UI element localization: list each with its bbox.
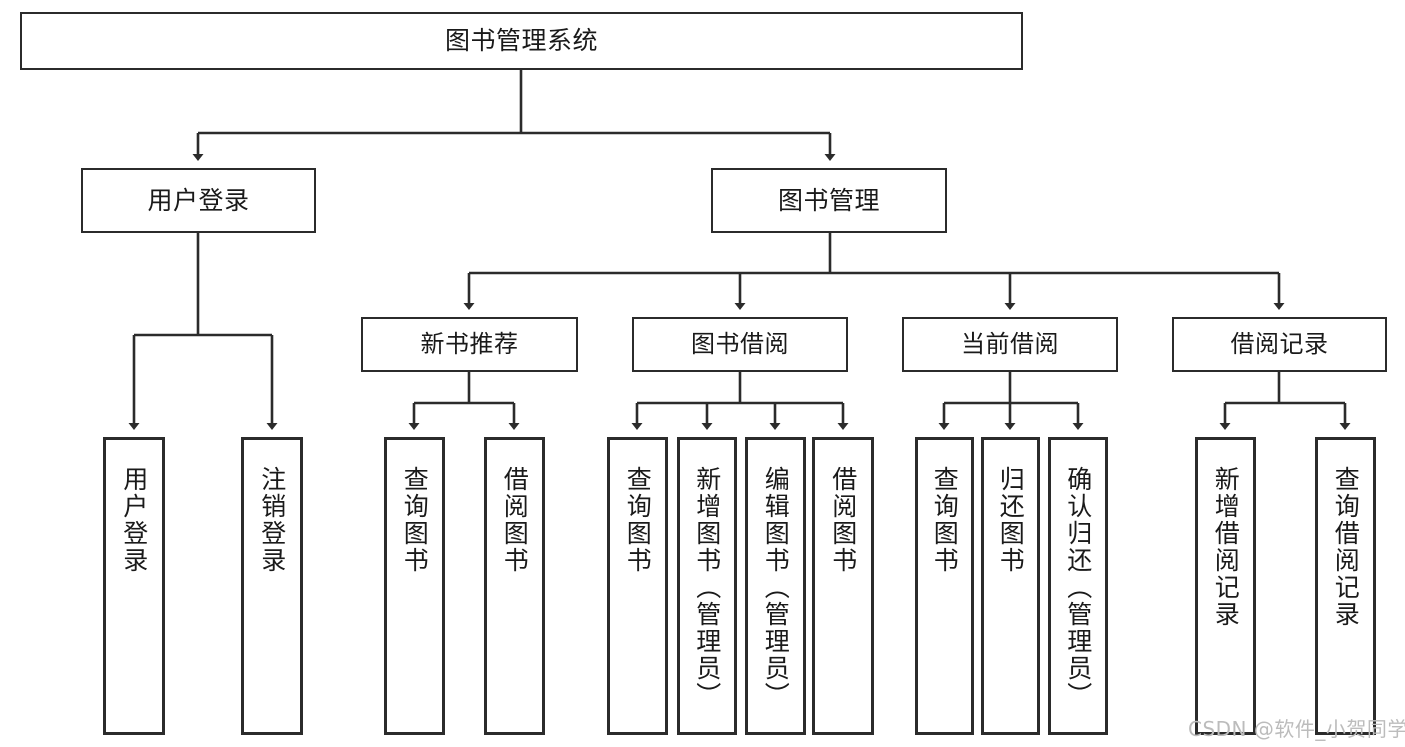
- leaf-query-book-current[interactable]: 查询图书: [915, 437, 974, 735]
- node-label: 归还图书: [996, 466, 1026, 574]
- node-label: 查询借阅记录: [1331, 466, 1361, 628]
- leaf-logout-login[interactable]: 注销登录: [241, 437, 303, 735]
- node-label: 借阅图书: [500, 466, 530, 574]
- leaf-return-book[interactable]: 归还图书: [981, 437, 1040, 735]
- leaf-add-borrow-record[interactable]: 新增借阅记录: [1195, 437, 1256, 735]
- leaf-edit-book-admin[interactable]: 编辑图书（管理员）: [745, 437, 806, 735]
- node-label: 确认归还（管理员）: [1063, 466, 1093, 709]
- node-label: 查询图书: [930, 466, 960, 574]
- node-label: 编辑图书（管理员）: [761, 466, 791, 709]
- node-user-login[interactable]: 用户登录: [81, 168, 316, 233]
- node-label: 新增借阅记录: [1211, 466, 1241, 628]
- leaf-query-book-borrow[interactable]: 查询图书: [607, 437, 668, 735]
- leaf-query-book-recommend[interactable]: 查询图书: [384, 437, 445, 735]
- node-label: 图书管理: [777, 185, 880, 215]
- node-label: 新书推荐: [420, 330, 519, 359]
- node-label: 图书管理系统: [444, 26, 598, 55]
- node-current-borrow[interactable]: 当前借阅: [902, 317, 1118, 372]
- node-label: 查询图书: [623, 466, 653, 574]
- node-book-borrow[interactable]: 图书借阅: [632, 317, 848, 372]
- watermark-text: CSDN @软件_小贺同学: [1188, 717, 1405, 741]
- node-book-management[interactable]: 图书管理: [711, 168, 947, 233]
- node-label: 新增图书（管理员）: [692, 466, 722, 709]
- node-label: 借阅记录: [1230, 330, 1329, 359]
- leaf-borrow-book-recommend[interactable]: 借阅图书: [484, 437, 545, 735]
- node-label: 当前借阅: [961, 330, 1059, 359]
- leaf-user-login[interactable]: 用户登录: [103, 437, 165, 735]
- leaf-query-borrow-record[interactable]: 查询借阅记录: [1315, 437, 1376, 735]
- node-label: 查询图书: [400, 466, 430, 574]
- node-label: 借阅图书: [828, 466, 858, 574]
- leaf-confirm-return-admin[interactable]: 确认归还（管理员）: [1048, 437, 1108, 735]
- leaf-borrow-book[interactable]: 借阅图书: [812, 437, 874, 735]
- node-label: 注销登录: [257, 466, 287, 574]
- node-label: 用户登录: [147, 185, 250, 215]
- node-label: 用户登录: [119, 466, 149, 574]
- node-borrow-record[interactable]: 借阅记录: [1172, 317, 1387, 372]
- node-new-book-recommend[interactable]: 新书推荐: [361, 317, 578, 372]
- leaf-add-book-admin[interactable]: 新增图书（管理员）: [677, 437, 737, 735]
- node-label: 图书借阅: [691, 330, 789, 359]
- node-root-book-management-system[interactable]: 图书管理系统: [20, 12, 1023, 70]
